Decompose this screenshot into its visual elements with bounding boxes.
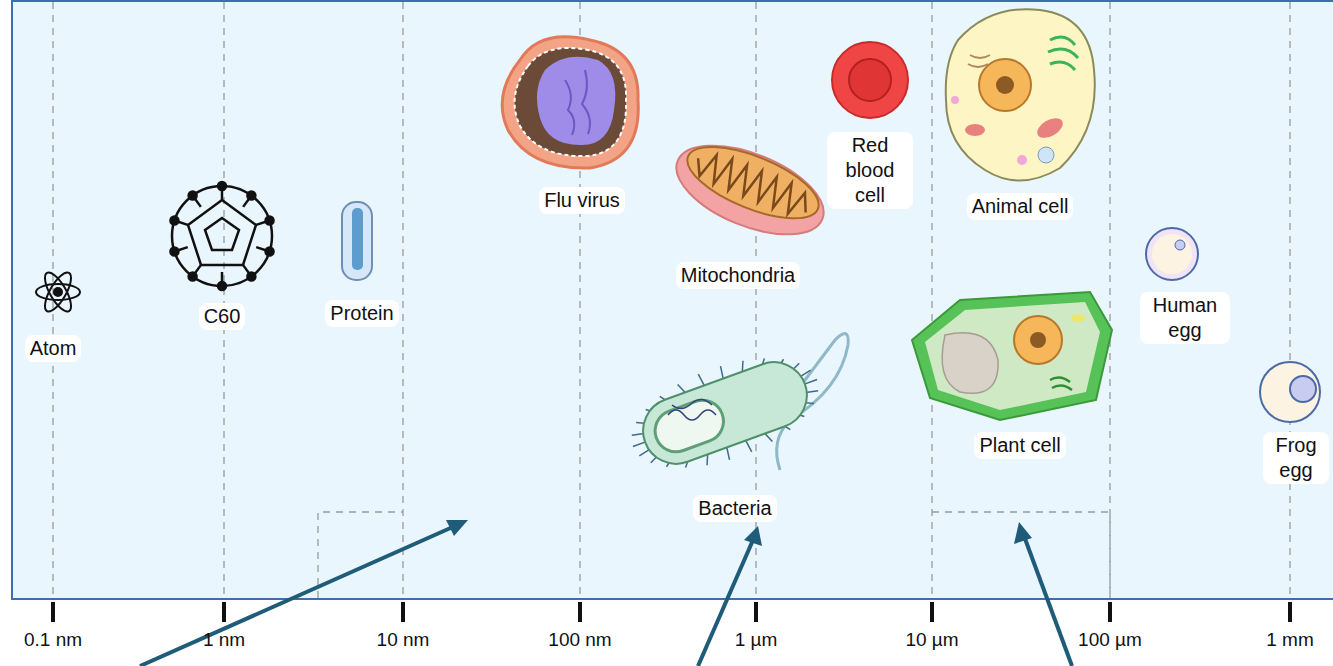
object-label: Flu virus [539,187,625,214]
panel [12,1,1333,599]
bacteria-icon [632,334,848,474]
object-label: Protein [325,300,398,327]
animal-cell-icon [946,9,1095,180]
scale-label: 0.1 nm [24,628,82,652]
axis [53,602,1290,622]
atom-icon [36,269,80,315]
protein-icon [342,202,372,280]
object-label: Plant cell [974,432,1065,459]
frog-egg-icon [1260,362,1320,422]
c60-icon [170,182,273,290]
scale-label: 100 nm [548,628,611,652]
object-label: C60 [199,303,246,330]
mitochondria-icon [664,127,836,252]
scale-label: 1 mm [1266,628,1314,652]
object-label: Atom [25,335,82,362]
object-label: Frog egg [1263,432,1329,484]
object-label: Mitochondria [676,262,801,289]
human-egg-icon [1146,228,1198,280]
object-label: Human egg [1140,292,1230,344]
flu-virus-icon [502,37,638,168]
scale-label: 1 µm [735,628,778,652]
object-label: Red blood cell [827,132,913,209]
scale-label: 10 nm [377,628,430,652]
scale-label: 10 µm [905,628,958,652]
object-label: Animal cell [967,193,1074,220]
scale-label: 1 nm [203,628,245,652]
pointer-arrows [140,520,1072,666]
grid-lines [53,2,1290,598]
red-blood-cell-icon [832,42,908,118]
plant-cell-icon [912,292,1112,420]
object-label: Bacteria [693,495,776,522]
scale-label: 100 µm [1078,628,1142,652]
